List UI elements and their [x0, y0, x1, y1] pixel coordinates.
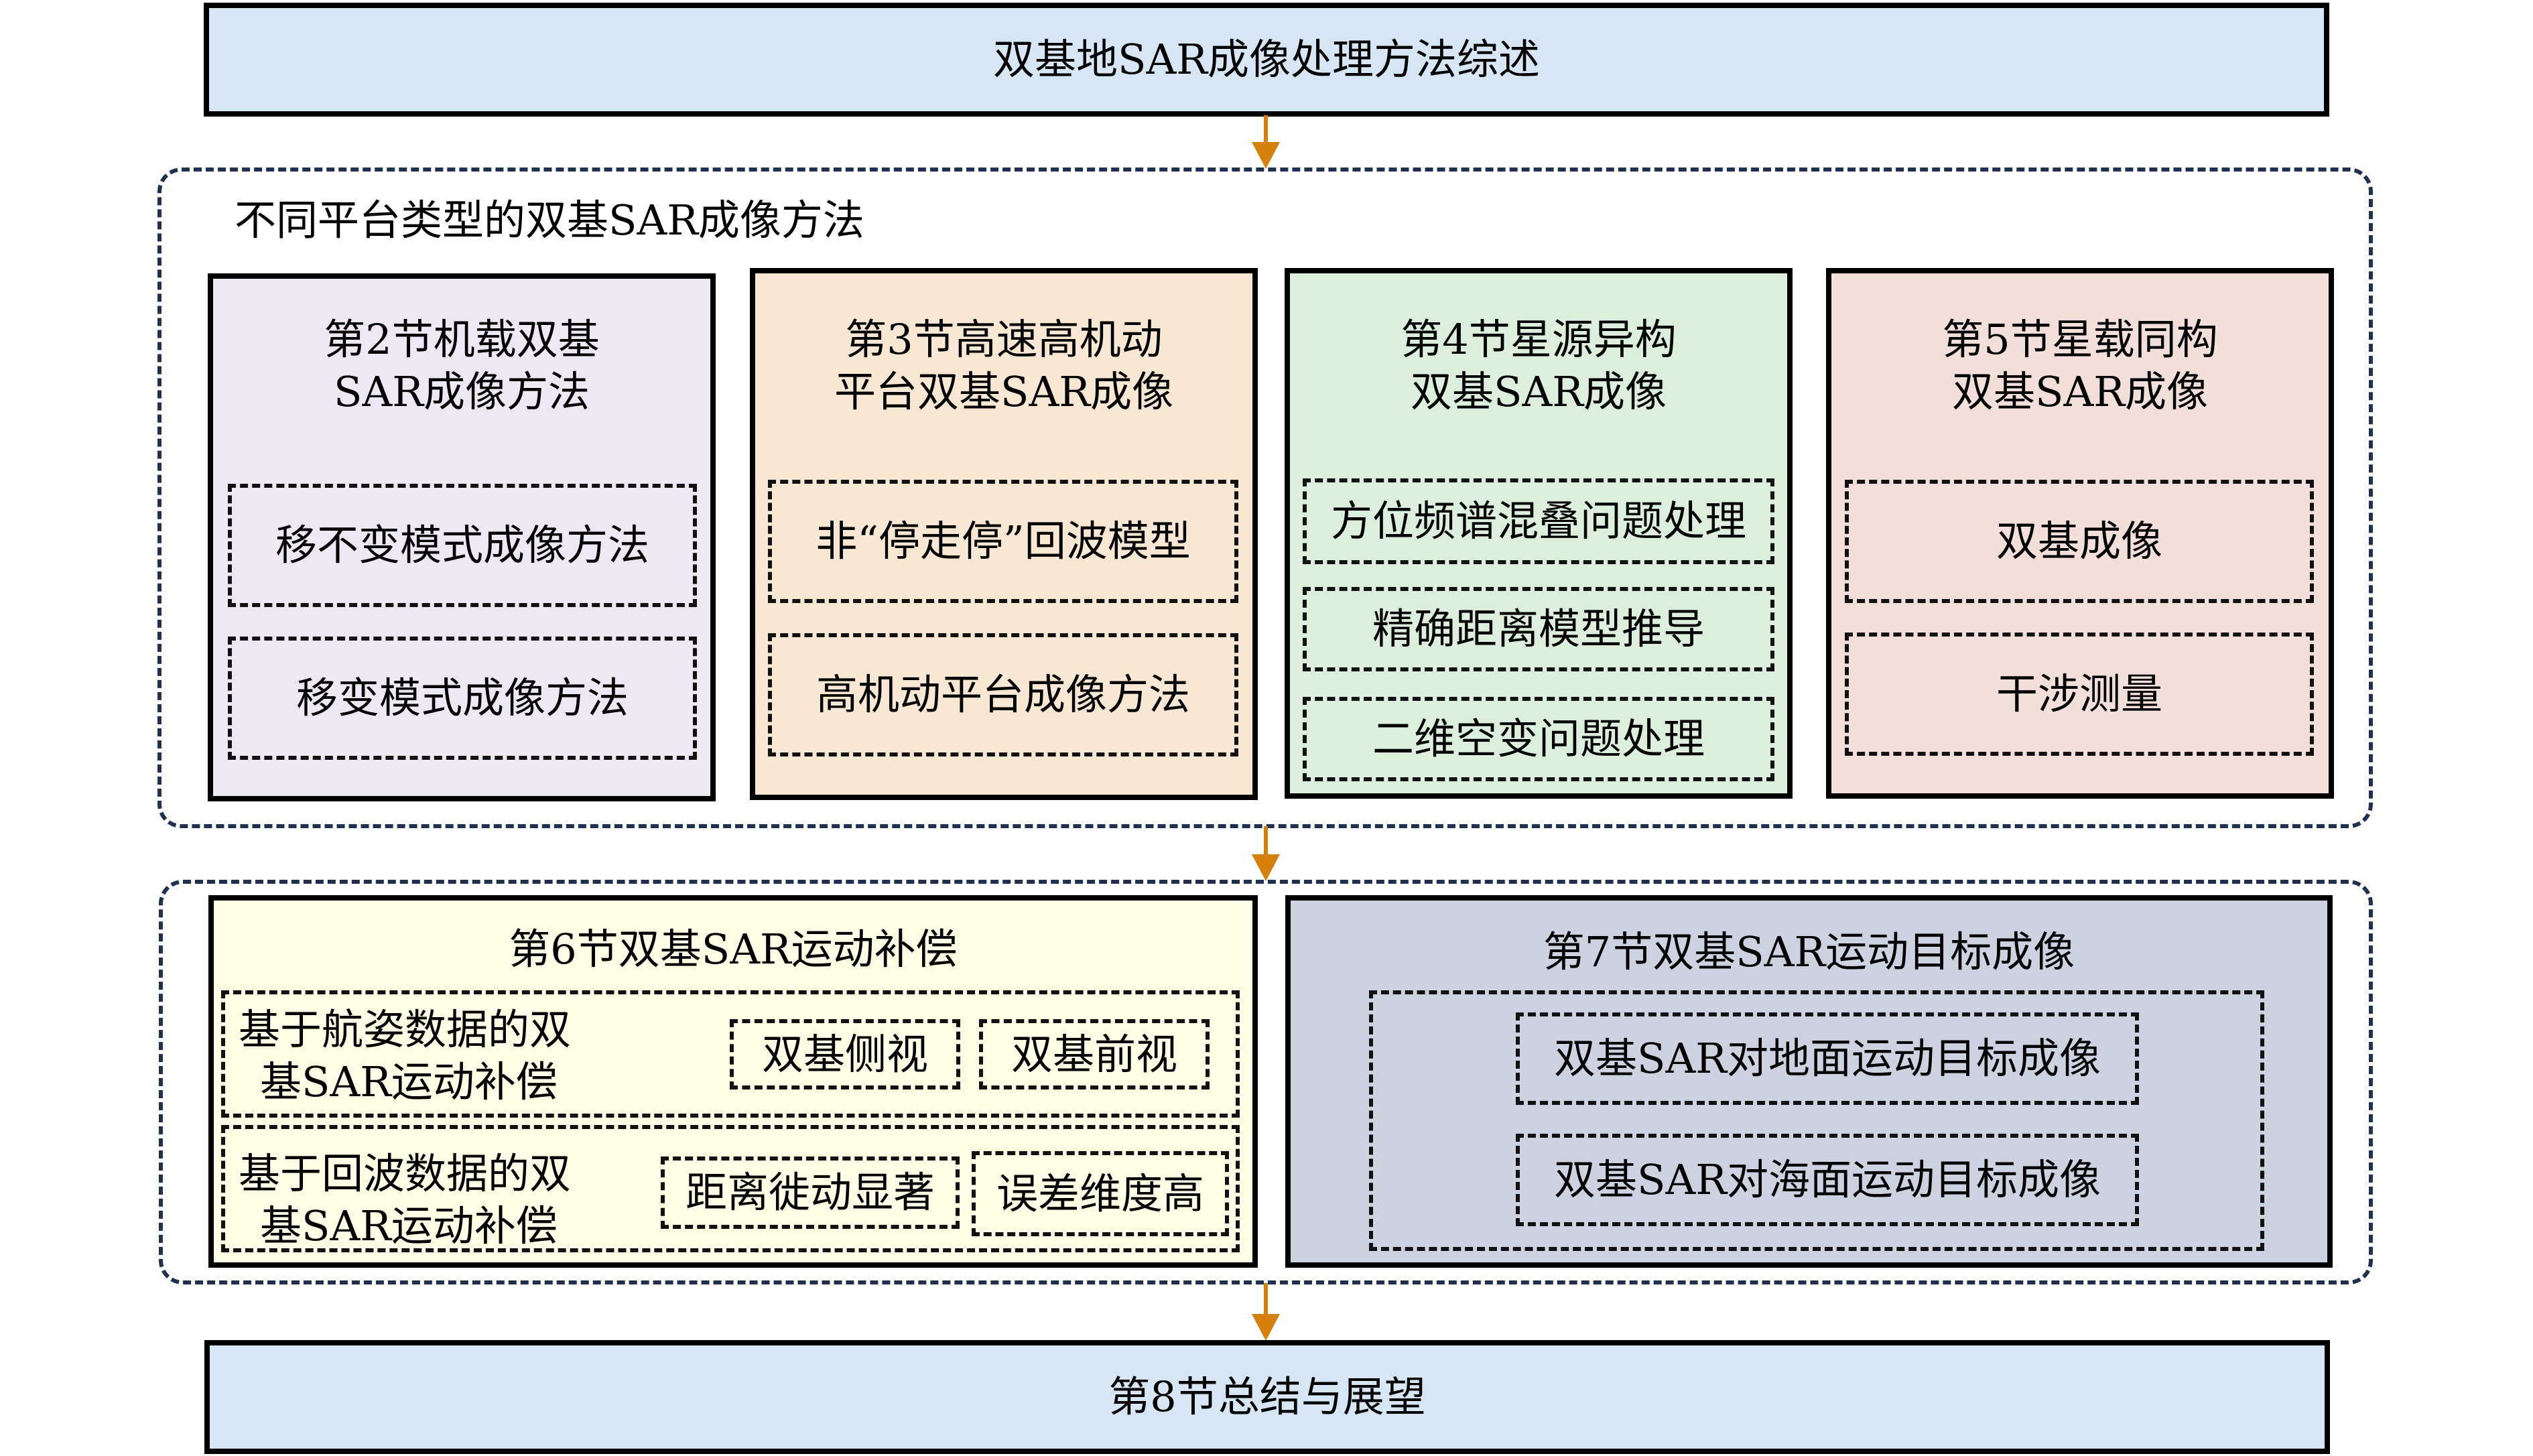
- row-echo-data: 基于回波数据的双 基SAR运动补偿: [221, 1125, 1240, 1252]
- tag-side-looking: 双基侧视: [730, 1019, 960, 1089]
- section-2-airborne: 第2节机载双基 SAR成像方法: [208, 273, 716, 801]
- section-5-title: 第5节星载同构 双基SAR成像: [1942, 315, 2218, 416]
- item-ground-moving-target: 双基SAR对地面运动目标成像: [1516, 1012, 2139, 1105]
- section-7-title: 第7节双基SAR运动目标成像: [1543, 927, 2075, 976]
- title-box: 双基地SAR成像处理方法综述: [204, 3, 2329, 117]
- item-shift-variant: 移变模式成像方法: [228, 637, 697, 760]
- item-range-model: 精确距离模型推导: [1303, 587, 1774, 671]
- item-high-maneuver: 高机动平台成像方法: [768, 633, 1238, 756]
- tag-forward-looking: 双基前视: [979, 1019, 1210, 1089]
- section-7-moving-target: 第7节双基SAR运动目标成像: [1285, 895, 2333, 1268]
- section-4-heterogeneous: 第4节星源异构 双基SAR成像: [1285, 268, 1793, 799]
- row-attitude-label: 基于航姿数据的双 基SAR运动补偿: [239, 1005, 572, 1106]
- moving-target-items-group: [1369, 990, 2264, 1251]
- item-2d-space-variance: 二维空变问题处理: [1303, 697, 1774, 781]
- item-bistatic-imaging: 双基成像: [1845, 480, 2314, 603]
- conclusion-box: 第8节总结与展望: [204, 1340, 2330, 1454]
- motion-group: [159, 880, 2373, 1284]
- section-3-title: 第3节高速高机动 平台双基SAR成像: [834, 315, 1173, 416]
- item-non-stop-go: 非“停走停”回波模型: [768, 480, 1238, 603]
- title-text: 双基地SAR成像处理方法综述: [993, 35, 1540, 84]
- row-attitude-data: 基于航姿数据的双 基SAR运动补偿: [221, 990, 1240, 1118]
- item-sea-moving-target: 双基SAR对海面运动目标成像: [1516, 1134, 2139, 1226]
- section-4-title: 第4节星源异构 双基SAR成像: [1401, 315, 1677, 416]
- tag-range-migration: 距离徙动显著: [661, 1156, 960, 1229]
- section-6-title: 第6节双基SAR运动补偿: [509, 925, 958, 974]
- row-echo-label: 基于回波数据的双 基SAR运动补偿: [239, 1149, 572, 1250]
- tag-error-dimension: 误差维度高: [972, 1151, 1229, 1236]
- section-2-title: 第2节机载双基 SAR成像方法: [324, 315, 600, 416]
- platform-group-label: 不同平台类型的双基SAR成像方法: [235, 196, 864, 245]
- item-shift-invariant: 移不变模式成像方法: [228, 484, 697, 607]
- section-3-high-speed: 第3节高速高机动 平台双基SAR成像: [750, 268, 1258, 800]
- item-interferometry: 干涉测量: [1845, 633, 2314, 756]
- item-azimuth-aliasing: 方位频谱混叠问题处理: [1303, 478, 1774, 564]
- section-5-homogeneous: 第5节星载同构 双基SAR成像: [1826, 268, 2334, 799]
- conclusion-text: 第8节总结与展望: [1108, 1372, 1426, 1421]
